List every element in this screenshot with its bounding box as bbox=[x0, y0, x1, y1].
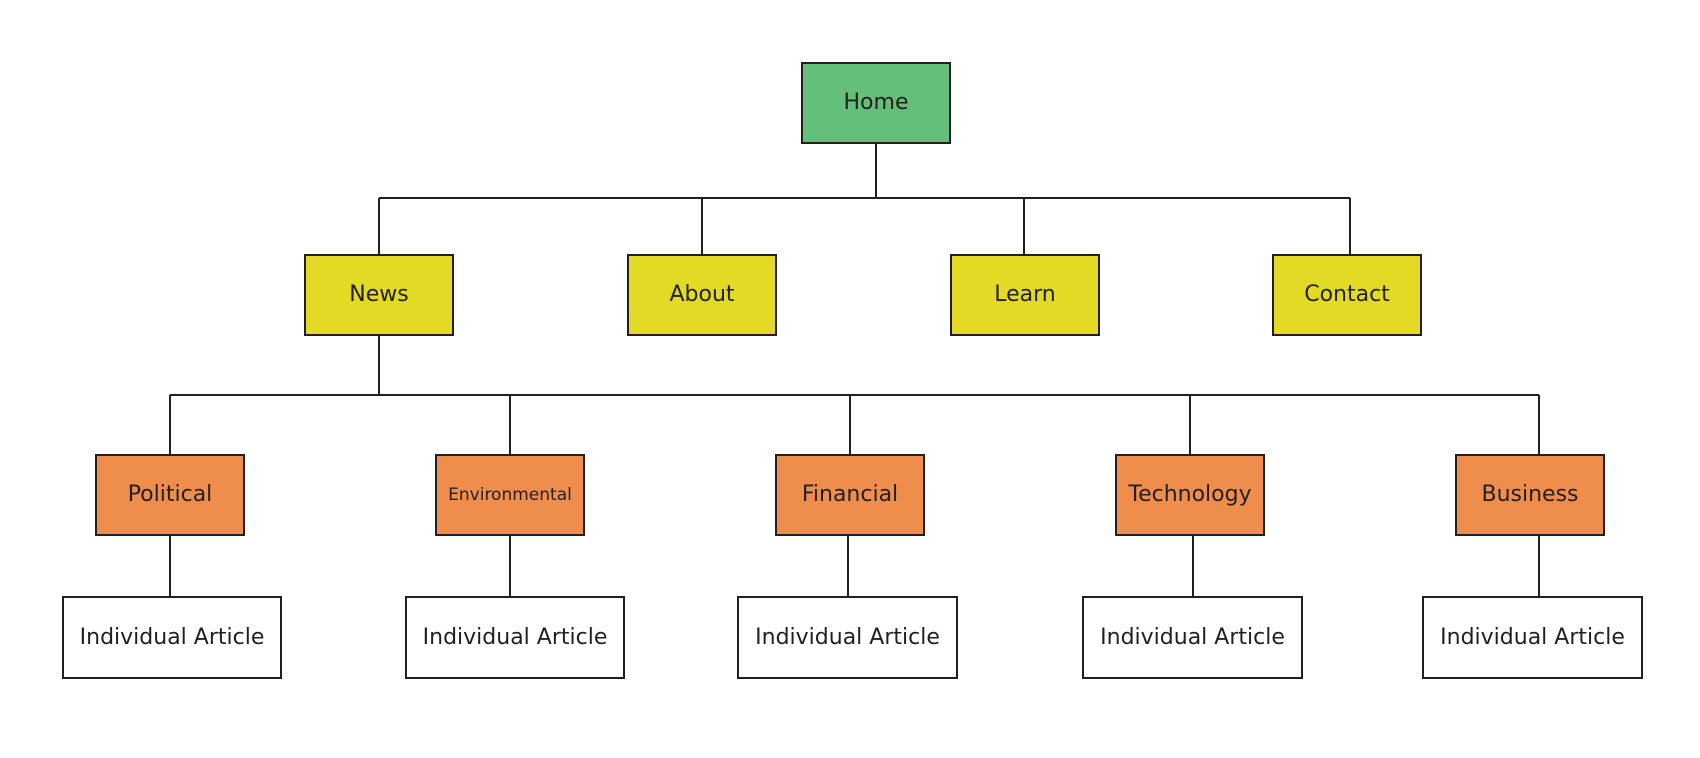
node-technology-label: Technology bbox=[1128, 482, 1252, 507]
node-political: Political bbox=[95, 454, 245, 536]
article-label: Individual Article bbox=[1440, 624, 1625, 650]
node-home-label: Home bbox=[843, 90, 909, 115]
node-home: Home bbox=[801, 62, 951, 144]
article-label: Individual Article bbox=[1100, 624, 1285, 650]
node-environmental-article: Individual Article bbox=[405, 596, 625, 679]
article-label: Individual Article bbox=[755, 624, 940, 650]
node-technology: Technology bbox=[1115, 454, 1265, 536]
node-environmental: Environmental bbox=[435, 454, 585, 536]
node-about-label: About bbox=[669, 282, 735, 307]
node-contact: Contact bbox=[1272, 254, 1422, 336]
node-news: News bbox=[304, 254, 454, 336]
node-contact-label: Contact bbox=[1304, 282, 1390, 307]
node-business-article: Individual Article bbox=[1422, 596, 1643, 679]
node-political-label: Political bbox=[127, 482, 213, 507]
node-learn: Learn bbox=[950, 254, 1100, 336]
article-label: Individual Article bbox=[422, 624, 608, 650]
node-financial-article: Individual Article bbox=[737, 596, 958, 679]
node-news-label: News bbox=[349, 282, 409, 307]
node-business: Business bbox=[1455, 454, 1605, 536]
node-learn-label: Learn bbox=[994, 282, 1056, 307]
node-financial-label: Financial bbox=[801, 482, 899, 507]
node-about: About bbox=[627, 254, 777, 336]
article-label: Individual Article bbox=[79, 624, 265, 650]
node-political-article: Individual Article bbox=[62, 596, 282, 679]
node-environmental-label: Environmental bbox=[448, 484, 572, 505]
node-business-label: Business bbox=[1481, 482, 1579, 507]
node-technology-article: Individual Article bbox=[1082, 596, 1303, 679]
node-financial: Financial bbox=[775, 454, 925, 536]
